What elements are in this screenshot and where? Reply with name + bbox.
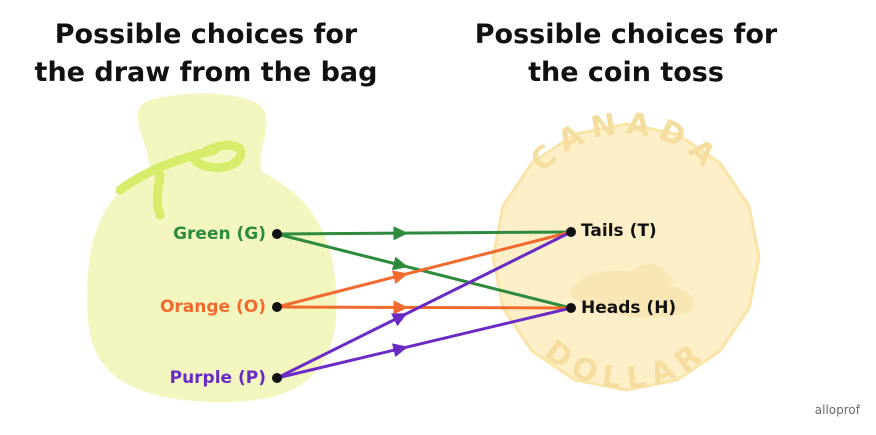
bag-node-dot-1 (272, 302, 282, 312)
heading-coin-line2: the coin toss (528, 57, 724, 88)
arrowhead-2-0 (391, 313, 408, 327)
bag-body (87, 93, 337, 403)
bag-node-dot-0 (272, 229, 282, 239)
bag-choice-orange: Orange (O) (159, 297, 266, 317)
link-line-1-1 (276, 305, 572, 310)
coin-node-dot-3 (566, 227, 576, 237)
link-line-2-0 (276, 230, 572, 380)
dots-layer (272, 227, 576, 383)
bag-node-dot-2 (272, 373, 282, 383)
heading-bag-line2: the draw from the bag (34, 57, 378, 88)
heading-coin-line1: Possible choices for (474, 19, 778, 50)
coin-shape (491, 122, 761, 392)
link-line-2-1 (276, 306, 572, 380)
coin-loon-figure (570, 263, 694, 318)
bag-choice-green: Green (G) (173, 224, 266, 244)
heading-coin: Possible choices for the coin toss (436, 16, 816, 92)
arrowhead-2-1 (392, 343, 409, 358)
coin-choice-tails: Tails (T) (581, 221, 657, 241)
link-line-1-0 (276, 230, 572, 309)
arrowhead-1-0 (391, 270, 409, 285)
arrows-layer (276, 226, 572, 380)
arrowhead-0-0 (393, 226, 409, 241)
bag-tie (115, 140, 246, 220)
coin-illustration: CANADA DOLLAR (491, 106, 761, 397)
coin-node-dot-4 (566, 303, 576, 313)
heading-bag-line1: Possible choices for (54, 19, 358, 50)
link-line-0-0 (276, 230, 572, 236)
arrowhead-1-1 (393, 300, 409, 315)
heading-bag: Possible choices for the draw from the b… (16, 16, 396, 92)
bag-illustration (87, 93, 337, 403)
brand-logo: alloprof (814, 403, 860, 417)
coin-choice-heads: Heads (H) (581, 298, 677, 318)
arrowhead-0-1 (391, 256, 409, 271)
bag-choice-purple: Purple (P) (169, 368, 266, 388)
